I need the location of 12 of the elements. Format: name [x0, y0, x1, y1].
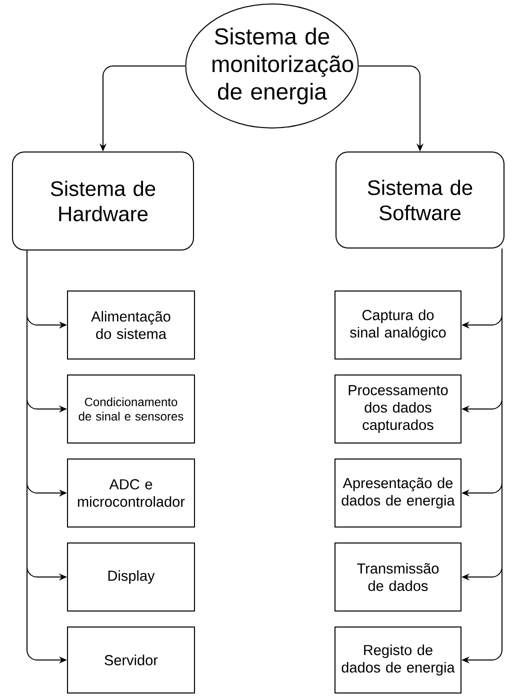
- component-box: Servidor: [67, 626, 195, 694]
- component-box: Registo de dados de energia: [334, 626, 462, 694]
- component-box: Processamento dos dados capturados: [334, 374, 462, 444]
- component-box: Captura do sinal analógico: [334, 290, 462, 360]
- component-box: ADC e microcontrolador: [67, 458, 195, 528]
- system-box: Sistema de Hardware: [12, 152, 194, 250]
- component-box: Display: [67, 542, 195, 612]
- component-box: Apresentação de dados de energia: [334, 458, 462, 528]
- system-box: Sistema de Software: [336, 152, 504, 248]
- component-box: Alimentação do sistema: [67, 290, 195, 360]
- component-box: Condicionamento de sinal e sensores: [67, 374, 195, 444]
- component-box: Transmissão de dados: [334, 542, 462, 612]
